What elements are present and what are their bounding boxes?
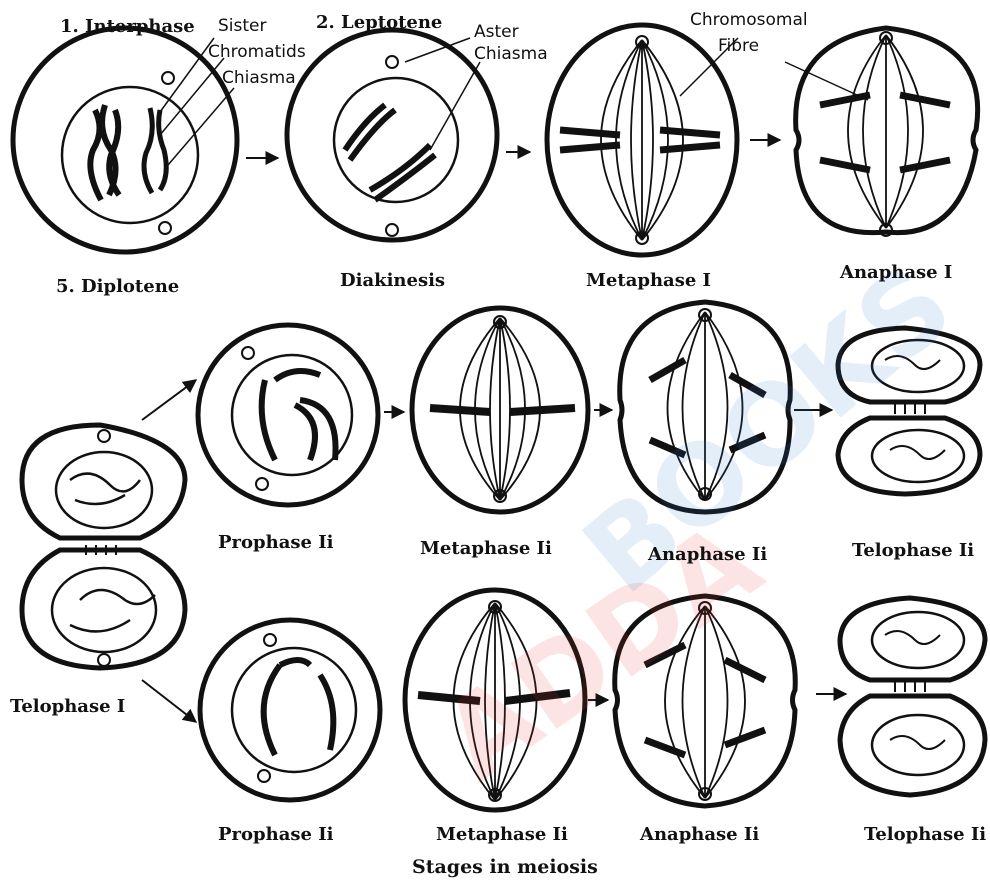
label-prophase-2-top: Prophase Ii	[218, 532, 333, 553]
anaphase-2-bottom-cell	[615, 596, 796, 806]
leptotene-cell	[287, 30, 497, 240]
telophase-1-cell	[22, 425, 185, 668]
metaphase-2-bottom-cell	[405, 590, 585, 810]
metaphase-1-cell	[547, 25, 737, 255]
annotation-sister: Sister	[218, 16, 267, 36]
anaphase-1-cell	[796, 28, 978, 236]
label-anaphase-2-bottom: Anaphase Ii	[640, 824, 759, 845]
annotation-chromosomal: Chromosomal	[690, 10, 808, 30]
telophase-2-bottom-cell	[840, 598, 985, 795]
label-metaphase-2-bottom: Metaphase Ii	[436, 824, 568, 845]
annotation-aster: Aster	[474, 22, 519, 42]
label-diakinesis: Diakinesis	[340, 270, 445, 291]
label-leptotene: 2. Leptotene	[316, 12, 442, 33]
label-telophase-1: Telophase I	[10, 696, 125, 717]
annotation-chiasma-1: Chiasma	[222, 68, 296, 88]
label-metaphase-1: Metaphase I	[586, 270, 711, 291]
label-prophase-2-bottom: Prophase Ii	[218, 824, 333, 845]
telophase-2-top-cell	[838, 328, 980, 494]
interphase-cell	[13, 28, 237, 252]
annotation-fibre: Fibre	[718, 36, 759, 56]
prophase-2-top-cell	[198, 325, 378, 505]
prophase-2-bottom-cell	[200, 620, 380, 800]
annotation-chiasma-2: Chiasma	[474, 44, 548, 64]
label-telophase-2-top: Telophase Ii	[852, 540, 974, 561]
annotation-chromatids: Chromatids	[208, 42, 306, 62]
metaphase-2-top-cell	[412, 308, 588, 512]
label-diplotene: 5. Diplotene	[56, 276, 179, 297]
label-anaphase-2-top: Anaphase Ii	[648, 544, 767, 565]
label-interphase: 1. Interphase	[60, 16, 195, 37]
label-anaphase-1: Anaphase I	[840, 262, 952, 283]
label-metaphase-2-top: Metaphase Ii	[420, 538, 552, 559]
figure-caption: Stages in meiosis	[412, 856, 598, 878]
label-telophase-2-bottom: Telophase Ii	[864, 824, 986, 845]
anaphase-2-top-cell	[620, 302, 791, 512]
